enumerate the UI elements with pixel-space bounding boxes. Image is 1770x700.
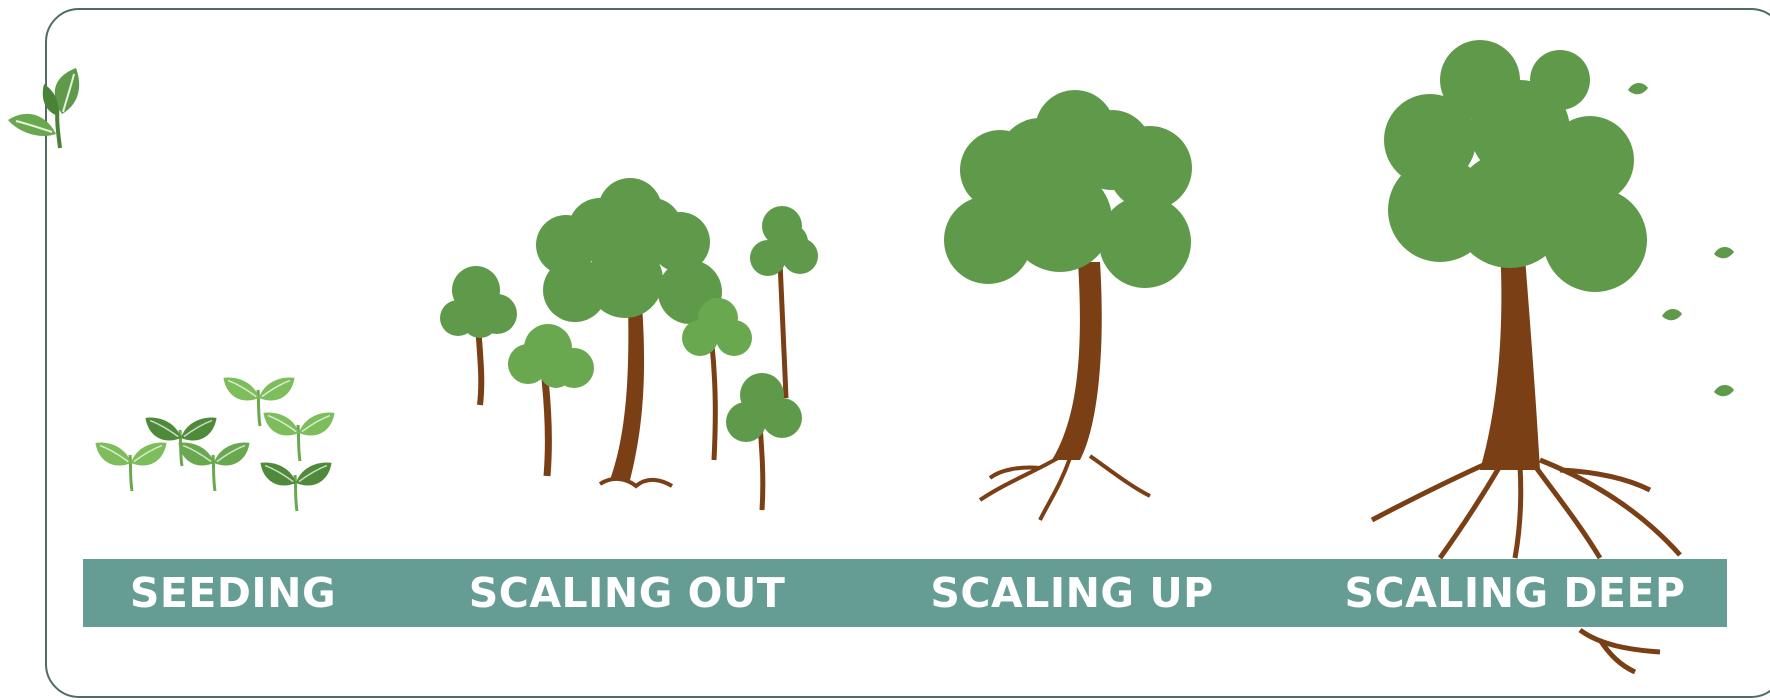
stage-label-band: SEEDING SCALING OUT SCALING UP SCALING D… — [83, 559, 1727, 627]
leaf-sprout-icon — [8, 68, 79, 148]
stage-label-seeding: SEEDING — [130, 559, 336, 627]
stage-label-scaling-out: SCALING OUT — [469, 559, 786, 627]
grove-of-trees-icon — [440, 178, 818, 510]
stage-label-scaling-up: SCALING UP — [930, 559, 1213, 627]
seedlings-icon — [93, 376, 337, 511]
tall-tree-icon — [944, 90, 1192, 520]
stage-label-scaling-deep: SCALING DEEP — [1344, 559, 1685, 627]
